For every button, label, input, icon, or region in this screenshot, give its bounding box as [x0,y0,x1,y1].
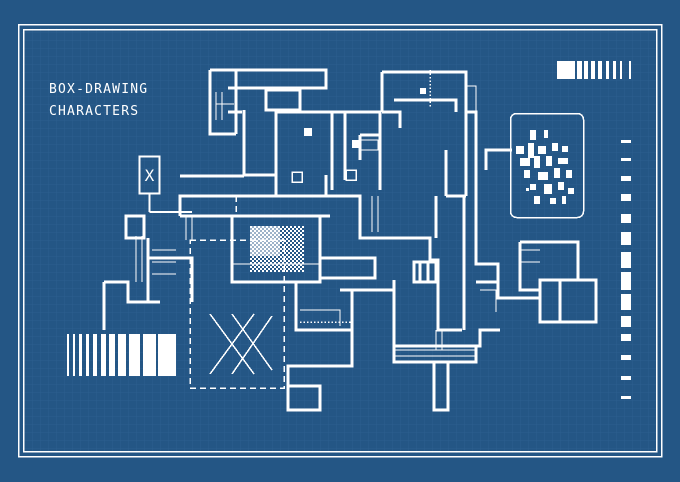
right-ladder [621,140,631,399]
floor-plan [102,68,598,412]
dashed-enclosure [180,71,466,389]
outline-squares [291,169,357,183]
title-line-1: BOX-DRAWING [49,82,149,97]
x-glyph-icon: X [145,166,155,185]
top-barcode [557,61,631,79]
left-barcode [67,334,176,376]
title-line-2: CHARACTERS [49,104,140,119]
noise-pattern-icon [250,226,304,272]
x-marker-box: X [138,155,192,213]
accent-squares [304,88,426,148]
x-cross-pattern-icon [209,313,273,375]
noise-glyph-panel [509,112,585,219]
dotted-lines [300,70,431,366]
outer-frame [17,23,663,458]
